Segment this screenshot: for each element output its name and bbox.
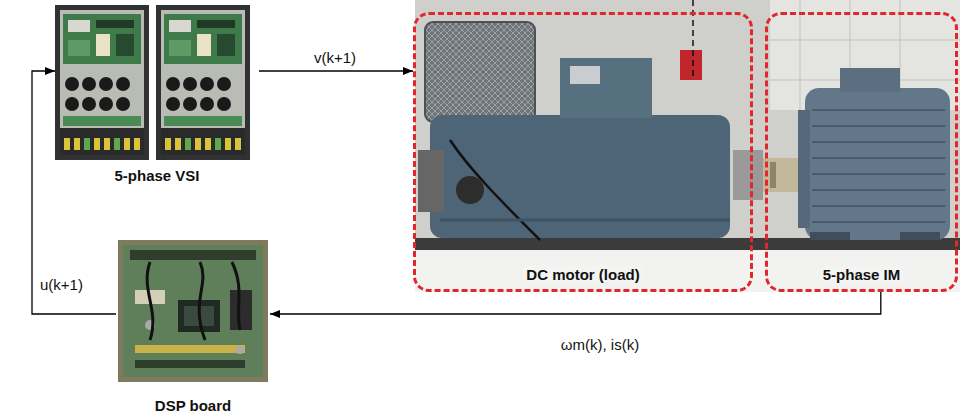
dc-motor-region: DC motor (load)	[413, 12, 753, 292]
motor-bench-photo-part	[415, 0, 960, 292]
dsp-board-photo-part	[135, 345, 245, 353]
signal-label: u(k+1)	[38, 276, 85, 293]
node-label: 5-phase IM	[820, 266, 904, 283]
dsp-board-photo-part	[130, 250, 256, 260]
signal-label: v(k+1)	[312, 49, 358, 66]
motor-bench-photo-part	[560, 58, 652, 118]
dsp-board-photo-part	[118, 240, 268, 382]
node-label: DC motor (load)	[523, 266, 642, 283]
dsp-board-photo-part	[135, 360, 245, 368]
motor-bench-photo-part	[415, 250, 960, 292]
motor-bench-photo-part	[805, 88, 950, 240]
motor-bench-photo-part	[418, 150, 444, 212]
node-label: DSP board	[152, 397, 234, 414]
motor-bench-photo-part	[763, 158, 803, 192]
motor-bench-photo	[415, 0, 960, 292]
connector-group	[32, 71, 881, 314]
motor-bench-photo-part	[680, 50, 702, 80]
inverter-photo	[55, 5, 250, 160]
motor-bench-photo-part	[425, 22, 535, 122]
edge-label-holder: u(k+1)	[38, 276, 85, 294]
motor-bench-photo-part	[798, 110, 810, 228]
dsp-board-photo-part	[230, 290, 252, 330]
edge-label-holder: ωm(k), is(k)	[559, 336, 641, 354]
dsp-board-photo-part	[236, 346, 244, 354]
motor-bench-photo-part	[770, 162, 776, 188]
motor-bench-photo-part	[440, 219, 730, 222]
motor-bench-photo-part	[430, 115, 730, 238]
inverter-unit: 5-phase VSI	[55, 4, 259, 184]
inverter-photo-right	[156, 5, 250, 160]
motor-bench-photo-part	[840, 68, 900, 92]
dsp-board-photo-part	[199, 262, 205, 340]
dsp-board-unit: DSP board	[116, 238, 270, 414]
motor-bench-photo-part	[450, 140, 540, 240]
dsp-board-photo-part	[147, 262, 153, 340]
motor-bench-photo-part	[570, 66, 600, 84]
motor-bench-photo-part	[456, 176, 484, 204]
induction-motor-region: 5-phase IM	[765, 12, 958, 292]
dsp-board-photo-part	[123, 245, 263, 377]
inverter-photo-left	[55, 5, 149, 160]
motor-bench-photo-part	[900, 232, 940, 240]
motor-bench-photo-part	[810, 232, 850, 240]
signal-arrow	[259, 70, 413, 71]
dsp-board-photo	[118, 240, 268, 382]
motor-bench-photo-part	[812, 110, 945, 222]
node-label: 5-phase VSI	[111, 167, 202, 184]
signal-arrow	[270, 292, 881, 314]
dsp-board-photo-part	[232, 262, 240, 330]
edge-label-holder: v(k+1)	[312, 49, 358, 67]
signal-label: ωm(k), is(k)	[559, 336, 641, 353]
signal-arrow	[32, 71, 116, 314]
motor-bench-photo-part	[425, 22, 535, 122]
motor-bench-photo-part	[733, 150, 763, 200]
